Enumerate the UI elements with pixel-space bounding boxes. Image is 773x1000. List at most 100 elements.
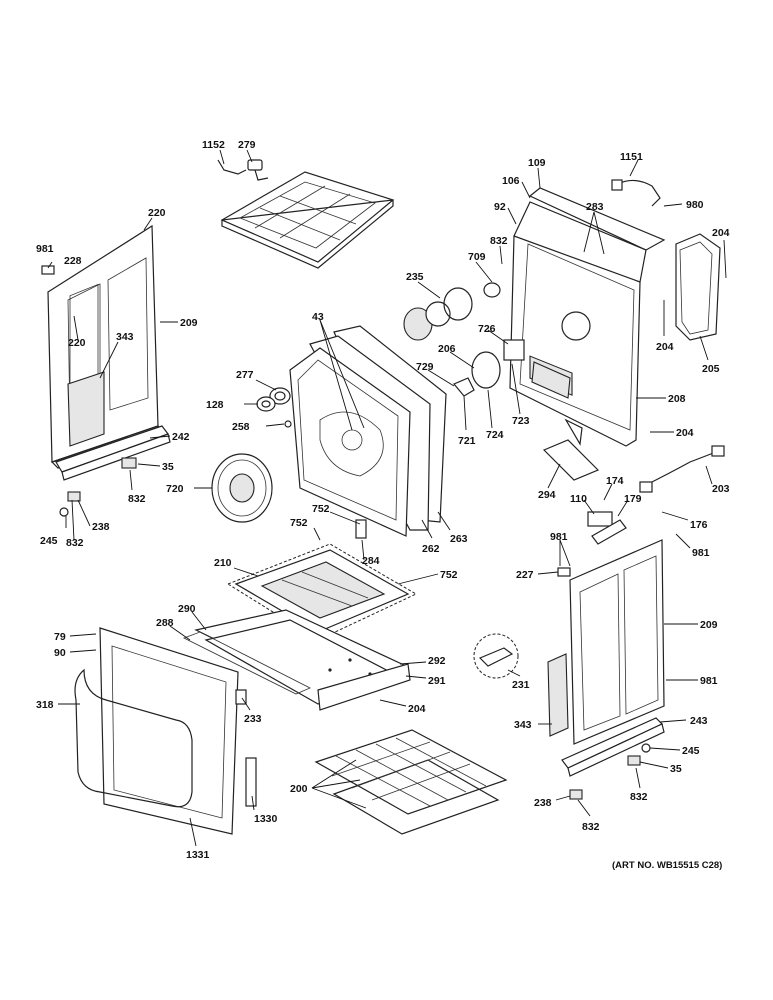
label-35b: 35: [670, 763, 682, 775]
label-238a: 238: [92, 521, 110, 533]
label-981c: 981: [550, 531, 568, 543]
label-35a: 35: [162, 461, 174, 473]
label-174: 174: [606, 475, 624, 487]
convection-motor-235: [403, 282, 501, 341]
part-labels: 1152 279 220 981 228 209 220 343 242 35 …: [36, 139, 730, 861]
label-204b: 204: [712, 227, 730, 239]
label-721: 721: [458, 435, 476, 447]
label-205: 205: [702, 363, 720, 375]
label-752a: 752: [312, 503, 330, 515]
oven-top-panel: [220, 171, 395, 269]
label-724: 724: [486, 429, 504, 441]
label-343a: 343: [116, 331, 134, 343]
label-227: 227: [516, 569, 534, 581]
power-cord-203: [639, 445, 725, 493]
bracket-284: [355, 519, 367, 539]
label-242: 242: [172, 431, 190, 443]
label-209b: 209: [700, 619, 718, 631]
label-981d: 981: [700, 675, 718, 687]
left-side-panel: [41, 224, 163, 469]
label-294: 294: [538, 489, 556, 501]
label-220a: 220: [148, 207, 166, 219]
label-1331: 1331: [186, 849, 210, 861]
label-291: 291: [428, 675, 446, 687]
label-709: 709: [468, 251, 486, 263]
label-832e: 832: [582, 821, 600, 833]
fan-seal-parts: [256, 387, 292, 428]
label-1152: 1152: [202, 139, 225, 151]
label-258: 258: [232, 421, 250, 433]
label-318: 318: [36, 699, 54, 711]
oven-racks: [314, 729, 508, 835]
label-204c: 204: [656, 341, 674, 353]
label-231: 231: [512, 679, 530, 691]
label-726: 726: [478, 323, 496, 335]
label-283: 283: [586, 201, 604, 213]
label-752c: 752: [440, 569, 458, 581]
label-1151: 1151: [620, 151, 643, 163]
switch-279: [217, 159, 269, 181]
label-980: 980: [686, 199, 704, 211]
right-side-panel: [547, 539, 665, 745]
label-179: 179: [624, 493, 642, 505]
label-752b: 752: [290, 517, 308, 529]
label-288: 288: [156, 617, 174, 629]
leader-lines: [47, 149, 727, 847]
label-245b: 245: [682, 745, 700, 757]
label-343b: 343: [514, 719, 532, 731]
label-263: 263: [450, 533, 468, 545]
label-176: 176: [690, 519, 708, 531]
label-243: 243: [690, 715, 708, 727]
label-720: 720: [166, 483, 184, 495]
label-209a: 209: [180, 317, 198, 329]
label-210: 210: [214, 557, 232, 569]
label-832a: 832: [128, 493, 146, 505]
label-290: 290: [178, 603, 196, 615]
label-79: 79: [54, 631, 66, 643]
label-204a: 204: [408, 703, 426, 715]
label-262: 262: [422, 543, 440, 555]
label-106: 106: [502, 175, 520, 187]
label-206: 206: [438, 343, 456, 355]
label-292: 292: [428, 655, 446, 667]
right-base-rail-243: [561, 717, 665, 800]
wiring-harness-1151: [611, 179, 661, 207]
label-981a: 981: [36, 243, 54, 255]
left-base-rail-242: [55, 425, 171, 517]
label-90: 90: [54, 647, 66, 659]
label-981b: 981: [692, 547, 710, 559]
fan-cover-720: [211, 453, 273, 523]
label-832c: 832: [490, 235, 508, 247]
igniter-bracket-294: [542, 418, 600, 481]
label-277: 277: [236, 369, 254, 381]
art-number: (ART NO. WB15515 C28): [612, 860, 722, 871]
label-220b: 220: [68, 337, 86, 349]
label-204d: 204: [676, 427, 694, 439]
fan-blade-assembly: [453, 339, 525, 397]
label-128: 128: [206, 399, 224, 411]
label-203: 203: [712, 483, 730, 495]
label-233: 233: [244, 713, 262, 725]
label-832d: 832: [630, 791, 648, 803]
terminal-block-110: [587, 511, 627, 545]
label-1330: 1330: [254, 813, 278, 825]
label-208: 208: [668, 393, 686, 405]
bracket-231: [473, 633, 519, 679]
label-832b: 832: [66, 537, 84, 549]
label-284: 284: [362, 555, 380, 567]
label-228: 228: [64, 255, 82, 267]
label-110: 110: [570, 493, 587, 505]
control-cover-205: [675, 233, 721, 341]
label-235: 235: [406, 271, 424, 283]
label-245a: 245: [40, 535, 58, 547]
oven-insulation: [289, 325, 447, 537]
label-43: 43: [312, 311, 324, 323]
label-92: 92: [494, 201, 506, 213]
label-200: 200: [290, 783, 308, 795]
label-109: 109: [528, 157, 546, 169]
oven-bottom-panels: [183, 609, 411, 711]
oven-door: [74, 627, 257, 835]
rear-panel: [509, 187, 666, 447]
label-279: 279: [238, 139, 256, 151]
